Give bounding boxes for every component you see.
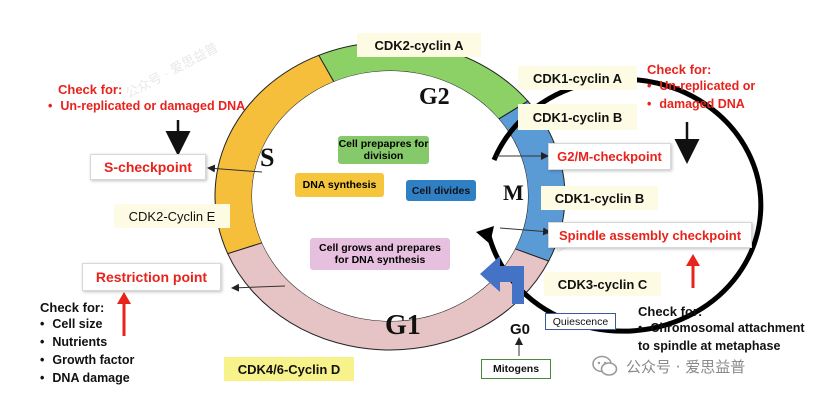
check-item: Cell size (40, 315, 134, 333)
check-item-text: Un-replicated or (659, 79, 756, 93)
phase-g2: G2 (419, 84, 450, 110)
cyclin-cdk2-e: CDK2-Cyclin E (114, 204, 230, 228)
check-item-text: Growth factor (52, 353, 135, 367)
checkpoint-s: S-checkpoint (90, 154, 206, 180)
check-list-restriction: Check for: Cell size Nutrients Growth fa… (40, 300, 134, 387)
check-item: Chromosomal attachment (638, 319, 805, 337)
wechat-icon (592, 355, 618, 376)
phase-s: S (260, 143, 275, 172)
cyclin-cdk1-b-mid: CDK1-cyclin B (541, 186, 658, 210)
watermark-badge: 公众号 · 爱思益普 (592, 355, 745, 377)
cyclin-cdk3-c: CDK3-cyclin C (544, 272, 661, 296)
check-item: DNA damage (40, 369, 134, 387)
mitogens-box: Mitogens (481, 359, 551, 379)
label-grows-prepares: Cell grows and prepares for DNA synthesi… (310, 238, 450, 270)
check-list-s: Check for: Un-replicated or damaged DNA (58, 82, 245, 115)
cyclin-cdk1-b-top: CDK1-cyclin B (518, 104, 637, 130)
g1-connector (231, 283, 286, 292)
cycle-arrowhead (476, 226, 494, 244)
check-list-title: Check for: (58, 82, 123, 97)
cyclin-cdk46-d: CDK4/6-Cyclin D (224, 357, 354, 381)
cyclin-cdk1-a: CDK1-cyclin A (518, 66, 637, 90)
check-item: Un-replicated or (647, 77, 755, 95)
check-item: Growth factor (40, 351, 134, 369)
label-dna-synthesis: DNA synthesis (295, 173, 384, 197)
cycle-center (252, 71, 528, 321)
check-item-text: DNA damage (52, 371, 130, 385)
checkpoint-g2m: G2/M-checkpoint (548, 143, 671, 170)
spindle-connector (499, 227, 551, 236)
label-cell-divides: Cell divides (406, 180, 476, 201)
check-list-g2m: Check for: Un-replicated or damaged DNA (647, 62, 755, 113)
watermark-text: 公众号 · 爱思益普 (626, 357, 746, 376)
check-item-continuation: to spindle at metaphase (638, 339, 781, 353)
check-list-spindle: Check for: Chromosomal attachment to spi… (638, 304, 805, 355)
check-item-text: Chromosomal attachment (650, 321, 805, 335)
check-item-text: Nutrients (52, 335, 108, 349)
check-item: Nutrients (40, 333, 134, 351)
check-item-text: damaged DNA (659, 97, 745, 111)
g0-arrow (480, 256, 524, 304)
check-item-text: Un-replicated or damaged DNA (60, 99, 246, 113)
checkpoint-spindle: Spindle assembly checkpoint (548, 222, 752, 248)
cyclin-cdk2-a: CDK2-cyclin A (357, 33, 481, 57)
label-prepares-division: Cell prepapres for division (338, 136, 429, 164)
phase-g1: G1 (385, 310, 421, 341)
check-item: Un-replicated or damaged DNA (48, 97, 245, 115)
phase-g0: G0 (510, 321, 531, 338)
quiescence-box: Quiescence (545, 313, 616, 330)
phase-m: M (503, 180, 524, 205)
check-item-text: Cell size (52, 317, 103, 331)
check-item: damaged DNA (647, 95, 755, 113)
check-list-title: Check for: (647, 62, 712, 77)
check-list-title: Check for: (638, 304, 703, 319)
check-list-title: Check for: (40, 300, 105, 315)
s-connector (207, 164, 263, 173)
checkpoint-restriction: Restriction point (82, 263, 221, 291)
